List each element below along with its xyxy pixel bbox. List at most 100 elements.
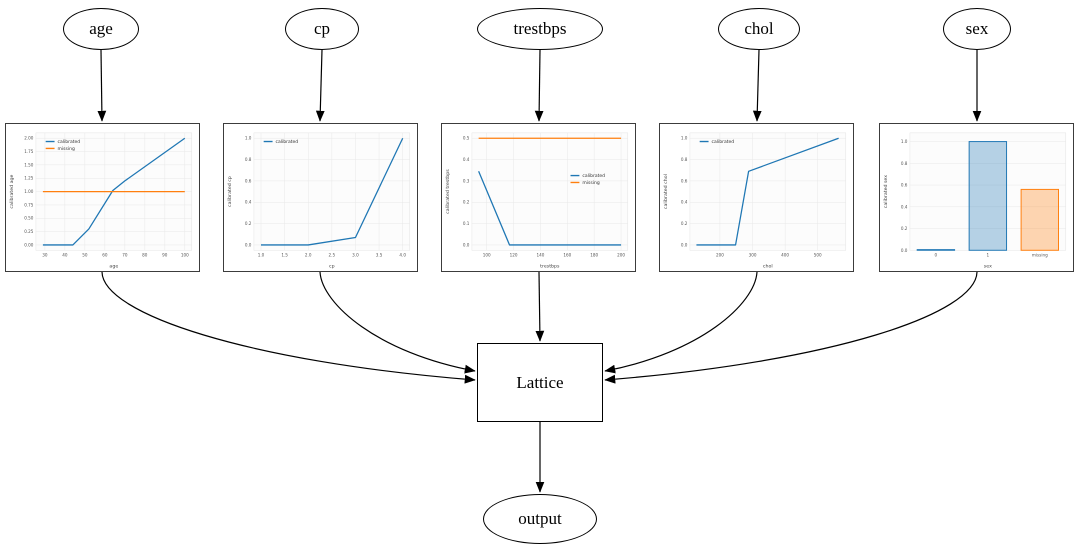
svg-text:3.5: 3.5	[376, 253, 383, 258]
svg-text:0.6: 0.6	[901, 183, 908, 188]
svg-text:3.0: 3.0	[352, 253, 359, 258]
svg-text:calibrated chol: calibrated chol	[663, 174, 669, 209]
edge-cp-plot-to-lattice	[319, 271, 476, 374]
svg-text:0.6: 0.6	[245, 178, 252, 183]
svg-text:0.50: 0.50	[24, 216, 34, 221]
node-sex-label: sex	[965, 19, 989, 38]
node-output-label: output	[518, 509, 562, 528]
svg-text:160: 160	[563, 253, 571, 258]
svg-text:calibrated trestbps: calibrated trestbps	[445, 169, 451, 214]
svg-text:2.00: 2.00	[24, 136, 34, 141]
svg-text:200: 200	[617, 253, 625, 258]
svg-text:missing: missing	[582, 180, 599, 186]
svg-text:0.6: 0.6	[681, 178, 688, 183]
svg-text:90: 90	[162, 253, 168, 258]
svg-text:cp: cp	[329, 265, 335, 270]
node-lattice-label: Lattice	[516, 372, 564, 392]
edge-sex-plot-to-lattice	[604, 271, 978, 384]
svg-text:calibrated cp: calibrated cp	[227, 176, 233, 207]
svg-text:30: 30	[42, 253, 48, 258]
svg-text:1.00: 1.00	[24, 189, 34, 194]
svg-text:50: 50	[82, 253, 88, 258]
svg-text:1: 1	[987, 253, 990, 258]
svg-text:0.3: 0.3	[463, 178, 470, 183]
svg-text:0.0: 0.0	[901, 248, 908, 253]
svg-text:missing: missing	[1032, 253, 1048, 258]
svg-text:70: 70	[122, 253, 128, 258]
node-output: output	[483, 494, 597, 544]
svg-text:100: 100	[483, 253, 491, 258]
svg-text:0.1: 0.1	[463, 221, 470, 226]
node-trestbps: trestbps	[477, 8, 603, 50]
svg-text:0.2: 0.2	[463, 200, 470, 205]
svg-text:0.8: 0.8	[901, 161, 908, 166]
node-chol-label: chol	[744, 19, 774, 38]
svg-text:missing: missing	[58, 146, 75, 152]
svg-text:chol: chol	[763, 264, 773, 270]
svg-text:2.5: 2.5	[329, 253, 336, 258]
svg-text:0.4: 0.4	[463, 157, 470, 162]
svg-text:180: 180	[590, 253, 598, 258]
svg-text:100: 100	[181, 253, 189, 258]
svg-text:1.75: 1.75	[24, 149, 34, 154]
svg-text:200: 200	[716, 253, 724, 258]
edge-chol-plot-to-lattice	[604, 271, 758, 374]
svg-text:80: 80	[142, 253, 148, 258]
svg-text:0.0: 0.0	[463, 242, 470, 247]
svg-text:0.4: 0.4	[901, 204, 908, 209]
svg-text:1.50: 1.50	[24, 162, 34, 167]
calibration-plot-trestbps: 0.0 0.1 0.2 0.3 0.4 0.5 100 120 140 160 180 200 cali…	[441, 123, 636, 272]
node-cp-label: cp	[313, 19, 331, 38]
edge-trestbps-plot-to-lattice	[535, 271, 545, 342]
svg-text:0.2: 0.2	[901, 226, 908, 231]
svg-text:calibrated: calibrated	[582, 173, 605, 179]
svg-text:0.5: 0.5	[463, 136, 470, 141]
svg-text:0.2: 0.2	[681, 221, 688, 226]
edge-age-plot-to-lattice	[101, 271, 476, 384]
svg-text:calibrated sex: calibrated sex	[883, 175, 889, 208]
svg-text:2.0: 2.0	[305, 253, 312, 258]
svg-text:sex: sex	[984, 265, 992, 270]
svg-text:40: 40	[62, 253, 68, 258]
svg-text:0.00: 0.00	[24, 242, 34, 247]
svg-text:1.25: 1.25	[24, 176, 34, 181]
svg-text:300: 300	[749, 253, 757, 258]
svg-text:1.0: 1.0	[681, 136, 688, 141]
svg-text:trestbps: trestbps	[540, 264, 560, 270]
svg-text:120: 120	[510, 253, 518, 258]
calibration-plot-chol: 0.0 0.2 0.4 0.6 0.8 1.0 200 300 400 500 calibrated…	[659, 123, 854, 272]
svg-text:calibrated: calibrated	[58, 139, 81, 145]
svg-text:500: 500	[814, 253, 822, 258]
svg-text:400: 400	[781, 253, 789, 258]
node-chol: chol	[718, 8, 800, 50]
svg-text:0.4: 0.4	[245, 200, 252, 205]
edge-cp-to-plot	[315, 49, 325, 122]
svg-text:0.8: 0.8	[245, 157, 252, 162]
node-age-label: age	[89, 19, 113, 38]
calibration-plot-age: 0.00 0.25 0.50 0.75 1.00 1.25 1.50 1.75 2.00 30 40…	[5, 123, 200, 272]
svg-text:0.8: 0.8	[681, 157, 688, 162]
node-trestbps-label: trestbps	[513, 19, 567, 38]
node-age: age	[63, 8, 139, 50]
svg-text:calibrated: calibrated	[276, 139, 299, 145]
svg-text:0.0: 0.0	[245, 242, 252, 247]
svg-text:0: 0	[935, 253, 938, 258]
svg-text:calibrated: calibrated	[712, 139, 735, 145]
svg-text:1.5: 1.5	[281, 253, 288, 258]
node-lattice: Lattice	[477, 343, 603, 422]
svg-text:1.0: 1.0	[258, 253, 265, 258]
svg-text:0.75: 0.75	[24, 202, 34, 207]
svg-text:0.0: 0.0	[681, 242, 688, 247]
svg-text:0.2: 0.2	[245, 221, 252, 226]
edge-age-to-plot	[97, 49, 107, 122]
svg-text:60: 60	[102, 253, 108, 258]
node-cp: cp	[285, 8, 359, 50]
svg-text:0.4: 0.4	[681, 200, 688, 205]
edge-chol-to-plot	[752, 49, 762, 122]
svg-text:0.25: 0.25	[24, 229, 34, 234]
svg-text:140: 140	[537, 253, 545, 258]
